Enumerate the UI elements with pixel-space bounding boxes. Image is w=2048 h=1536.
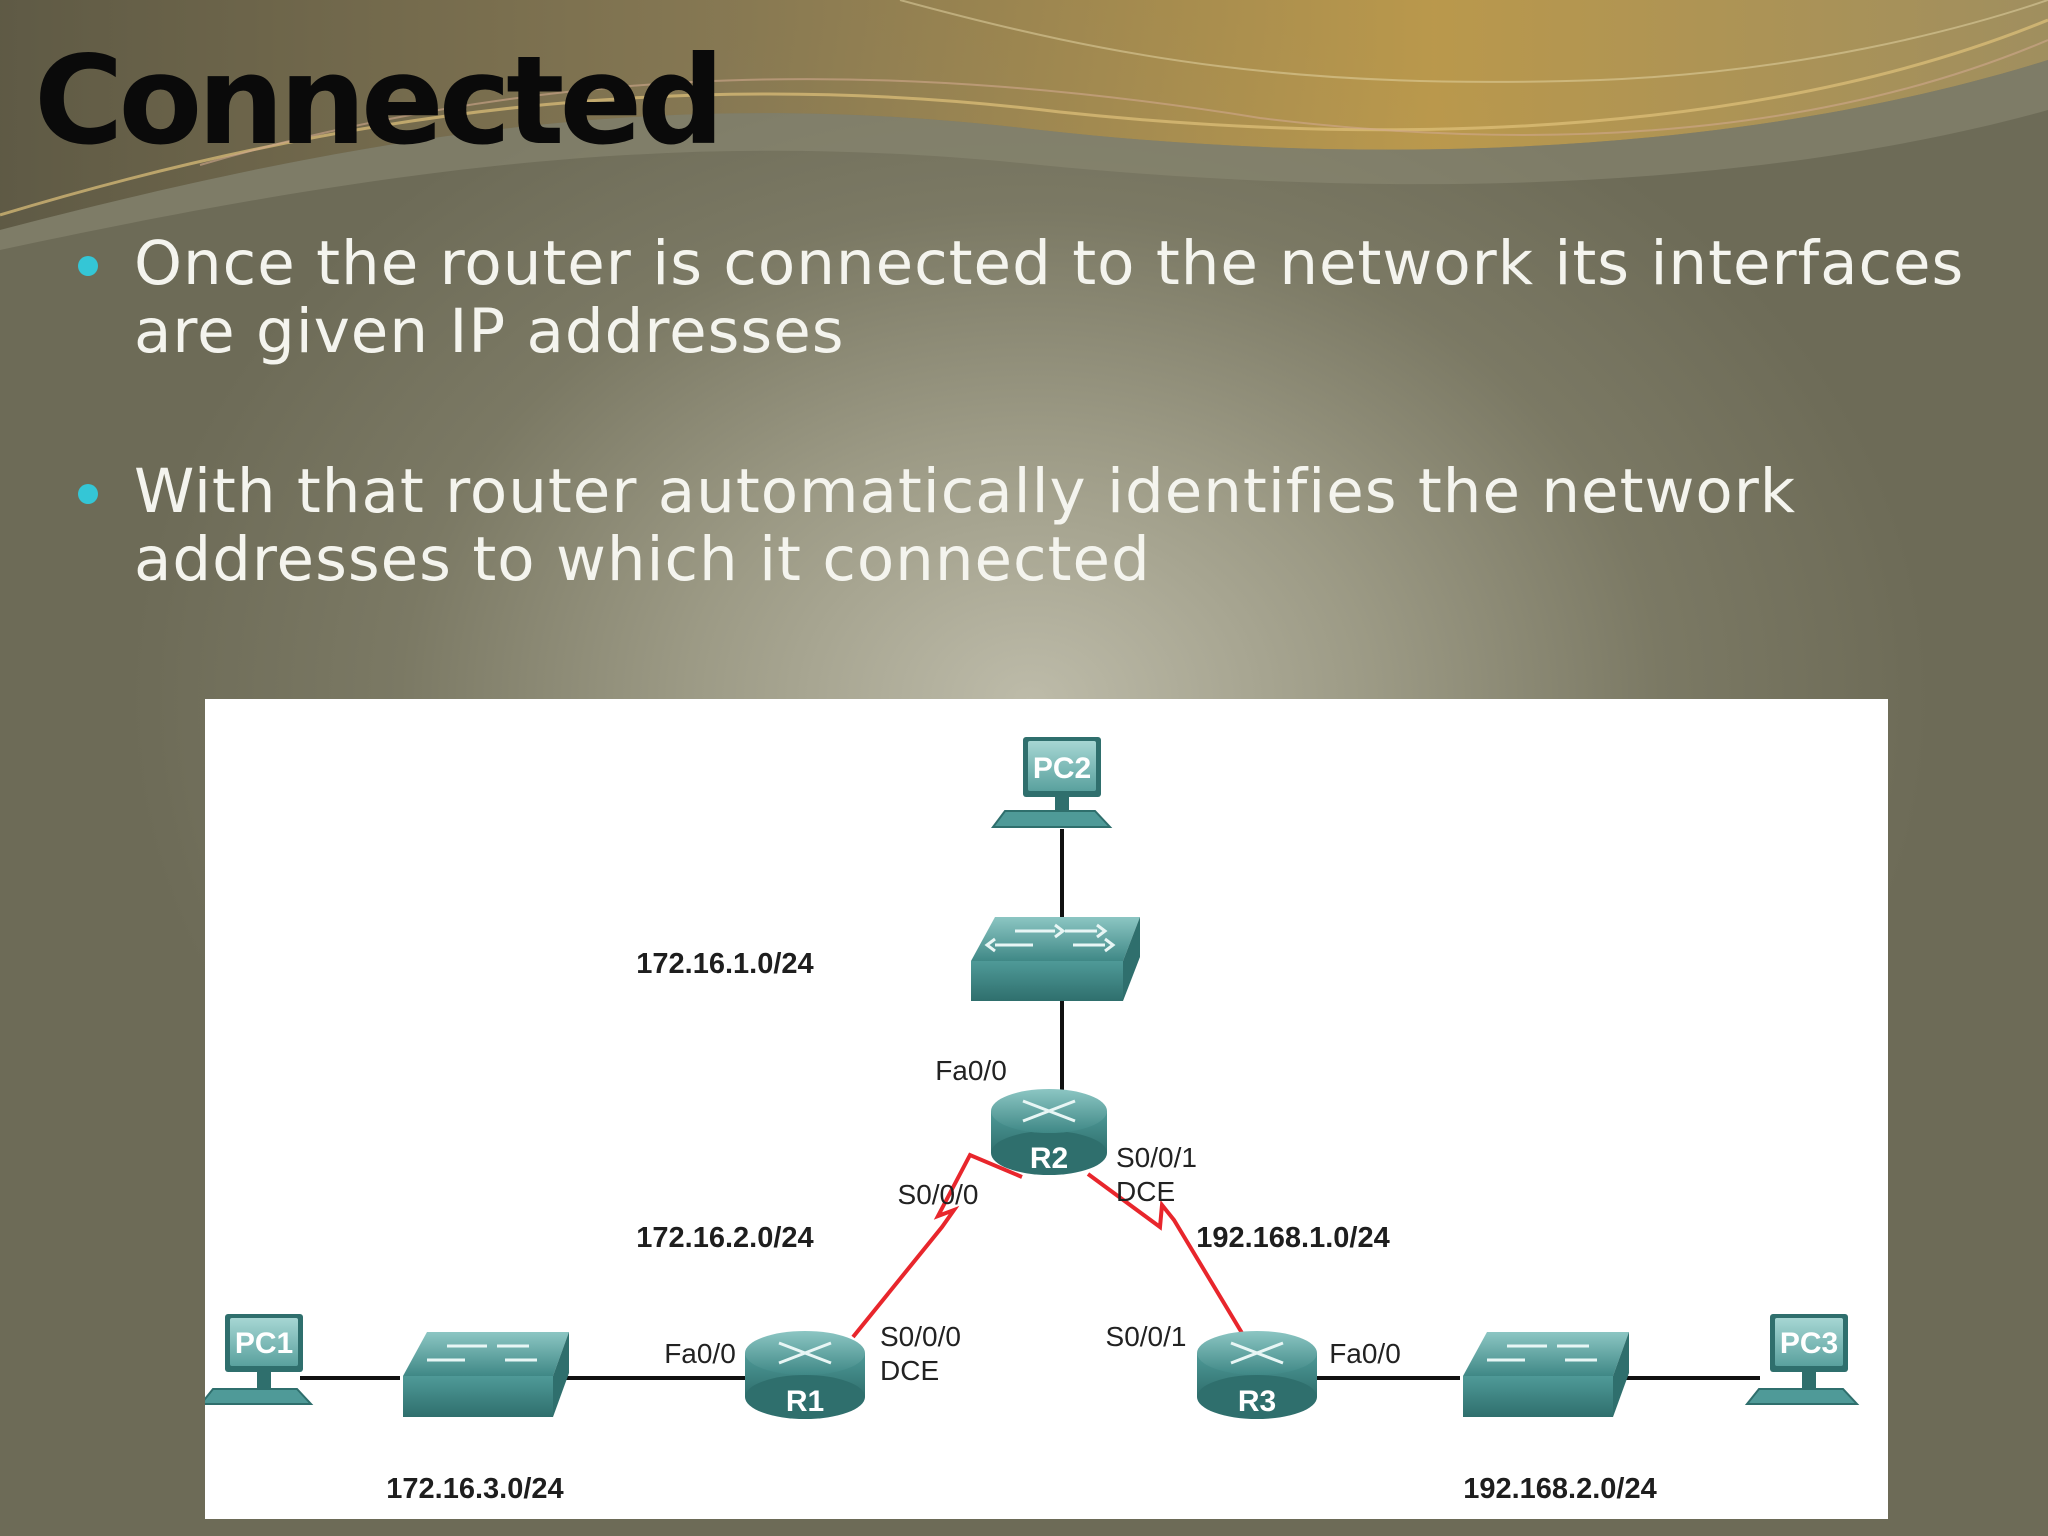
r3-label: R3 bbox=[1238, 1385, 1276, 1418]
header-swoosh-decoration bbox=[0, 0, 2048, 250]
interface-label-r2-s001-dce: DCE bbox=[1116, 1176, 1175, 1207]
interface-label-r2-s000: S0/0/0 bbox=[898, 1179, 979, 1210]
pc2-computer-icon: PC2 bbox=[991, 737, 1113, 828]
pc2-label: PC2 bbox=[1033, 752, 1091, 785]
network-label-wan-r1-r2: 172.16.2.0/24 bbox=[636, 1222, 813, 1254]
bullet-text-1: Once the router is connected to the netw… bbox=[134, 228, 1965, 367]
switch2-icon bbox=[971, 917, 1140, 1001]
bullet-text-2: With that router automatically identifie… bbox=[134, 456, 1797, 595]
pc3-computer-icon: PC3 bbox=[1744, 1314, 1860, 1405]
r3-router-icon: R3 bbox=[1197, 1331, 1317, 1419]
interface-label-r3-s001: S0/0/1 bbox=[1106, 1321, 1187, 1352]
network-label-wan-r2-r3: 192.168.1.0/24 bbox=[1196, 1222, 1390, 1254]
topology-svg: PC2 bbox=[205, 737, 1860, 1505]
bullet-dot-icon bbox=[78, 256, 98, 276]
bullet-item-1: Once the router is connected to the netw… bbox=[72, 230, 2002, 366]
switch3-icon bbox=[1463, 1332, 1629, 1417]
network-topology-diagram: PC2 bbox=[205, 699, 1888, 1519]
bullet-dot-icon bbox=[78, 484, 98, 504]
bullet-list: Once the router is connected to the netw… bbox=[72, 230, 2002, 686]
r2-label: R2 bbox=[1030, 1142, 1068, 1175]
interface-label-r2-fa: Fa0/0 bbox=[935, 1055, 1007, 1086]
serial-link-r2-r3 bbox=[1086, 1172, 1247, 1340]
pc1-label: PC1 bbox=[235, 1327, 293, 1360]
interface-label-r1-s000: S0/0/0 bbox=[880, 1321, 961, 1352]
interface-label-r3-fa: Fa0/0 bbox=[1329, 1338, 1401, 1369]
r2-router-icon: R2 bbox=[991, 1089, 1107, 1175]
bullet-item-2: With that router automatically identifie… bbox=[72, 458, 2002, 594]
network-label-lan-r2: 172.16.1.0/24 bbox=[636, 948, 813, 980]
pc3-label: PC3 bbox=[1780, 1327, 1838, 1360]
interface-label-r2-s001: S0/0/1 bbox=[1116, 1142, 1197, 1173]
interface-label-r1-fa: Fa0/0 bbox=[664, 1338, 736, 1369]
network-label-lan-r1: 172.16.3.0/24 bbox=[386, 1473, 563, 1505]
serial-link-r1-r2 bbox=[851, 1152, 1023, 1339]
switch1-icon bbox=[403, 1332, 569, 1417]
r1-label: R1 bbox=[786, 1385, 824, 1418]
slide-title: Connected bbox=[34, 30, 725, 172]
network-label-lan-r3: 192.168.2.0/24 bbox=[1463, 1473, 1657, 1505]
pc1-computer-icon: PC1 bbox=[205, 1314, 314, 1405]
interface-label-r1-s000-dce: DCE bbox=[880, 1355, 939, 1386]
r1-router-icon: R1 bbox=[745, 1331, 865, 1419]
